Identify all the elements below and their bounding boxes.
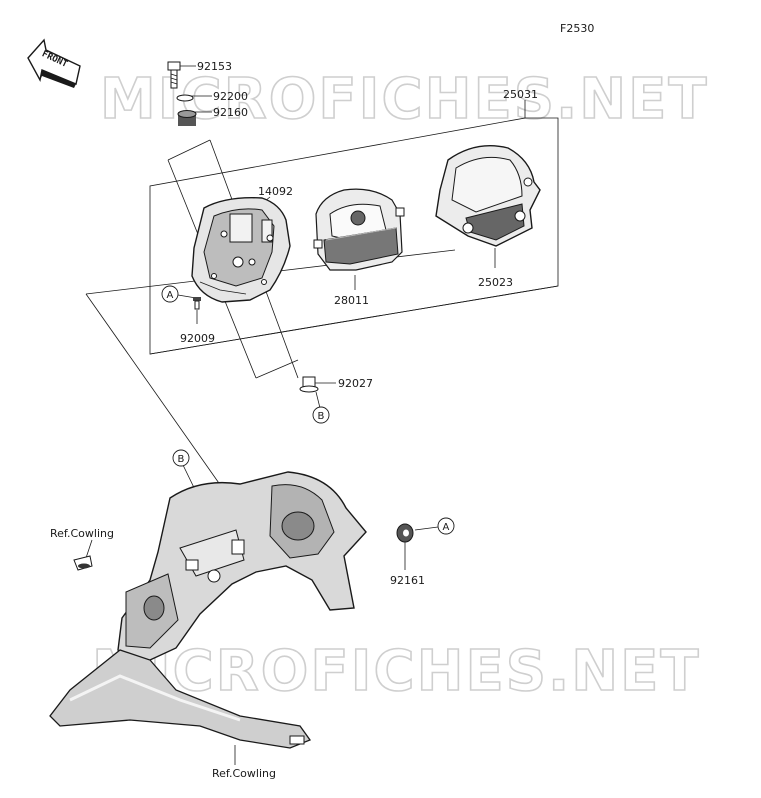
collar-92027 <box>299 376 319 393</box>
label-92009: 92009 <box>180 332 215 345</box>
label-28011: 28011 <box>334 294 369 307</box>
grommet-92160 <box>177 110 197 126</box>
watermark-bottom: MICROFICHES.NET <box>92 639 701 704</box>
ref-marker-a-upper: A <box>161 285 179 303</box>
damper-92161 <box>396 523 414 543</box>
svg-text:B: B <box>318 411 325 422</box>
meter-unit-28011 <box>313 188 405 271</box>
ref-marker-b-upper: B <box>312 406 330 424</box>
label-14092: 14092 <box>258 185 293 198</box>
screw-92009 <box>193 297 201 310</box>
bolt-92153 <box>167 61 181 89</box>
label-ref-cowling-upper: Ref.Cowling <box>50 527 114 540</box>
front-arrow-icon: FRONT <box>27 38 81 88</box>
label-92160: 92160 <box>213 106 248 119</box>
label-92161: 92161 <box>390 574 425 587</box>
svg-text:A: A <box>167 290 174 301</box>
label-ref-cowling-lower: Ref.Cowling <box>212 767 276 780</box>
svg-text:B: B <box>178 454 185 465</box>
watermark-top: MICROFICHES.NET <box>100 67 709 132</box>
label-92027: 92027 <box>338 377 373 390</box>
label-25023: 25023 <box>478 276 513 289</box>
figure-code: F2530 <box>560 22 594 35</box>
ref-marker-a-lower: A <box>437 517 455 535</box>
label-92200: 92200 <box>213 90 248 103</box>
svg-text:A: A <box>443 522 450 533</box>
label-25031: 25031 <box>503 88 538 101</box>
ref-marker-b-lower: B <box>172 449 190 467</box>
case-bracket-14092 <box>191 197 291 303</box>
fairing-stay <box>49 471 367 749</box>
meter-cover-25023 <box>435 145 541 247</box>
label-92153: 92153 <box>197 60 232 73</box>
cowling-clip <box>73 555 93 571</box>
washer-92200 <box>176 94 194 102</box>
